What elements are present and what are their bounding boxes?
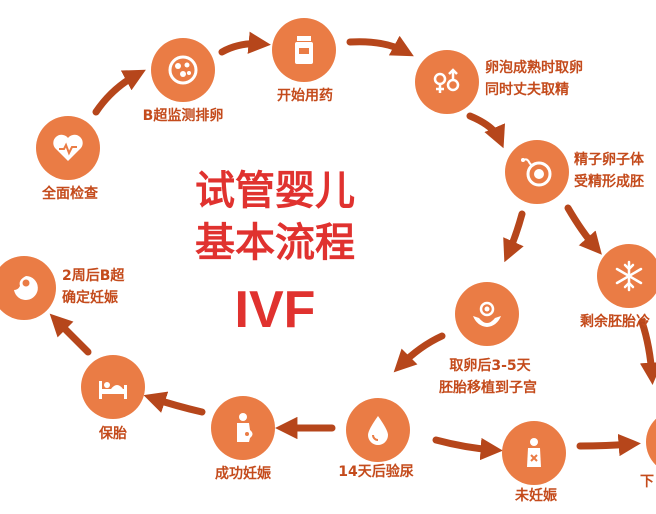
step-urine-label: 14天后验尿 — [338, 464, 414, 480]
arrow-notpreg-to-next — [576, 433, 641, 457]
step-fertilize-label-2: 受精形成胚 — [574, 174, 644, 190]
step-next-node — [646, 410, 656, 474]
gender-symbols-icon — [433, 68, 460, 93]
step-keep-node — [81, 355, 145, 419]
hands-embryo-icon — [473, 301, 501, 327]
step-success-label: 成功妊娠 — [215, 466, 271, 482]
snowflake-icon — [615, 260, 643, 292]
step-exam-label: 全面检查 — [42, 186, 98, 202]
step-confirm-label-2: 确定妊娠 — [62, 290, 118, 306]
pregnant-woman-icon — [237, 413, 253, 442]
arrow-transfer-to-urine — [393, 332, 446, 373]
step-urine-node — [346, 398, 410, 462]
title-line-1: 试管婴儿 — [195, 168, 355, 214]
step-retrieve-label-1: 卵泡成熟时取卵 — [485, 60, 583, 76]
arrow-urine-to-notpreg — [432, 436, 503, 461]
arrow-retrieve-to-fertilize — [466, 112, 505, 149]
arrow-fertilize-to-transfer — [503, 210, 526, 263]
step-keep-label: 保胎 — [99, 426, 127, 442]
step-confirm-label-1: 2周后B超 — [62, 268, 125, 284]
step-bscan-node — [151, 38, 215, 102]
drop-icon — [368, 416, 388, 445]
arrow-keep-to-confirm — [49, 313, 92, 356]
step-transfer-label-2: 胚胎移植到子宫 — [439, 380, 537, 396]
arrow-success-to-keep — [143, 391, 206, 416]
arrow-meds-to-retrieve — [346, 35, 414, 57]
title-line-2: 基本流程 — [195, 220, 355, 266]
not-pregnant-icon — [527, 438, 541, 467]
step-retrieve-node — [415, 50, 479, 114]
step-fertilize-node — [505, 140, 569, 204]
arrow-exam-to-bscan — [92, 69, 146, 116]
step-meds-node — [272, 18, 336, 82]
step-notpreg-label: 未妊娠 — [515, 488, 557, 504]
step-fertilize-label-1: 精子卵子体 — [574, 152, 644, 168]
step-next-label: 下 — [640, 474, 654, 490]
step-notpreg-node — [502, 421, 566, 485]
fetus-icon — [14, 276, 38, 300]
step-success-node — [211, 396, 275, 460]
step-transfer-label-1: 取卵后3-5天 — [449, 358, 531, 374]
step-meds-label: 开始用药 — [277, 88, 333, 104]
arrow-freeze-down — [638, 318, 656, 385]
title-line-3: IVF — [234, 281, 316, 339]
arrow-fertilize-to-freeze — [564, 204, 602, 255]
cells-icon — [168, 55, 198, 85]
arrow-bscan-to-meds — [218, 31, 271, 56]
step-freeze-node — [597, 244, 656, 308]
step-bscan-label: B超监测排卵 — [142, 108, 224, 124]
step-confirm-node — [0, 256, 56, 320]
sperm-egg-icon — [521, 158, 552, 187]
bed-icon — [99, 381, 127, 399]
step-freeze-label: 剩余胚胎冷 — [580, 314, 650, 330]
step-retrieve-label-2: 同时丈夫取精 — [485, 82, 569, 98]
heart-icon — [53, 134, 83, 161]
step-transfer-node — [455, 282, 519, 346]
step-exam-node — [36, 116, 100, 180]
medicine-bottle-icon — [295, 36, 313, 64]
